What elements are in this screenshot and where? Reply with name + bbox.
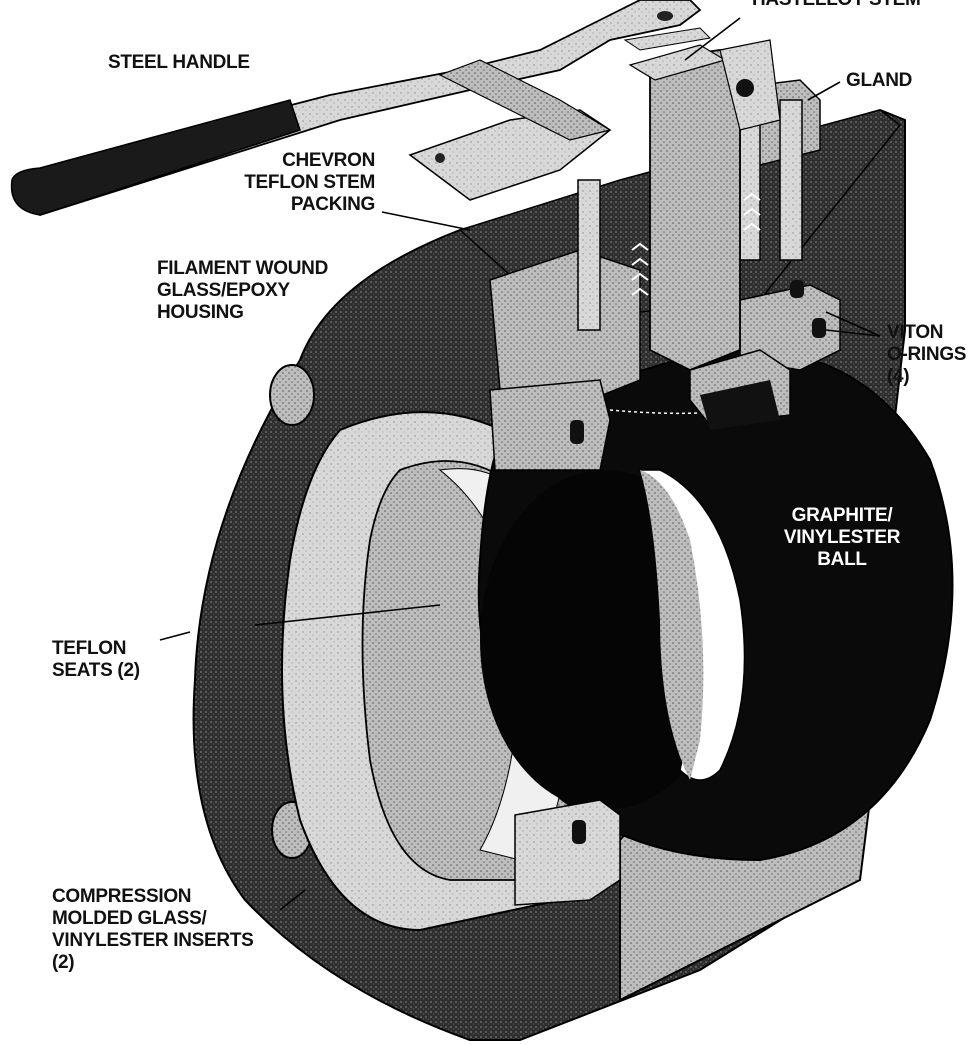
leader-lines — [159, 17, 881, 911]
leader-viton-1 — [825, 311, 881, 337]
leader-chevron — [381, 211, 471, 231]
label-viton-line3: (4) — [887, 366, 910, 387]
leader-inserts — [279, 889, 306, 911]
gland-stud-right2 — [739, 109, 761, 261]
lower-insert-block — [514, 799, 621, 906]
leader-teflon-2 — [254, 604, 441, 626]
label-viton-line2: O-RINGS — [887, 344, 967, 365]
label-ball-line2: VINYLESTER — [783, 527, 901, 548]
bolt-hole-upper — [269, 364, 315, 426]
right-o-ring-1 — [790, 280, 804, 298]
stem-tang — [700, 380, 780, 430]
label-inserts-line1: COMPRESSION — [52, 886, 192, 907]
label-ball: GRAPHITE/ VINYLESTER BALL — [752, 505, 932, 571]
label-housing-line1: FILAMENT WOUND — [157, 258, 328, 279]
label-inserts-line4: (2) — [52, 952, 75, 973]
label-inserts-line2: MOLDED GLASS/ — [52, 908, 207, 929]
label-housing: FILAMENT WOUND GLASS/EPOXY HOUSING — [157, 258, 328, 324]
leader-teflon-1 — [159, 631, 191, 641]
label-ball-line1: GRAPHITE/ — [791, 505, 893, 526]
label-viton: VITON O-RINGS (4) — [887, 322, 966, 388]
label-housing-line2: GLASS/EPOXY — [157, 280, 290, 301]
label-housing-line3: HOUSING — [157, 302, 244, 323]
leader-gland — [807, 81, 841, 101]
handle-hole — [657, 11, 673, 21]
label-teflon-line1: TEFLON — [52, 638, 127, 659]
label-chevron-line1: CHEVRON — [282, 150, 375, 171]
ball-bore-rim — [640, 470, 704, 780]
handle-grip — [10, 99, 301, 216]
packing-chevrons — [631, 242, 649, 296]
label-chevron-line2: TEFLON STEM — [244, 172, 375, 193]
label-inserts: COMPRESSION MOLDED GLASS/ VINYLESTER INS… — [52, 886, 254, 974]
handle-tab — [623, 27, 712, 51]
label-ball-line3: BALL — [817, 549, 867, 570]
upper-insert-block — [489, 379, 611, 471]
label-viton-line1: VITON — [887, 322, 944, 343]
label-inserts-line3: VINYLESTER INSERTS — [52, 930, 254, 951]
stem-shaft — [649, 49, 741, 371]
stem-housing-block — [489, 249, 641, 401]
label-teflon-line2: SEATS (2) — [52, 660, 140, 681]
gland-stud-left — [577, 179, 601, 331]
upper-o-ring — [570, 420, 584, 444]
gland-bolt-hole — [435, 153, 445, 163]
label-steel-handle: STEEL HANDLE — [108, 52, 250, 73]
lower-o-ring — [572, 820, 586, 844]
leader-viton-2 — [825, 329, 881, 337]
label-hastelloy-stem: HASTELLOY STEM — [752, 0, 921, 11]
label-chevron-packing: CHEVRON TEFLON STEM PACKING — [215, 150, 375, 216]
leader-hastelloy — [684, 17, 741, 61]
stem-collar-hole — [736, 79, 754, 97]
label-teflon-seats: TEFLON SEATS (2) — [52, 638, 140, 682]
packing-chevrons-2 — [743, 192, 761, 231]
label-gland: GLAND — [846, 70, 913, 91]
handle-bend — [438, 59, 612, 141]
label-chevron-line3: PACKING — [290, 194, 375, 215]
gland-stud-right — [779, 99, 803, 261]
right-o-ring-2 — [812, 318, 826, 338]
